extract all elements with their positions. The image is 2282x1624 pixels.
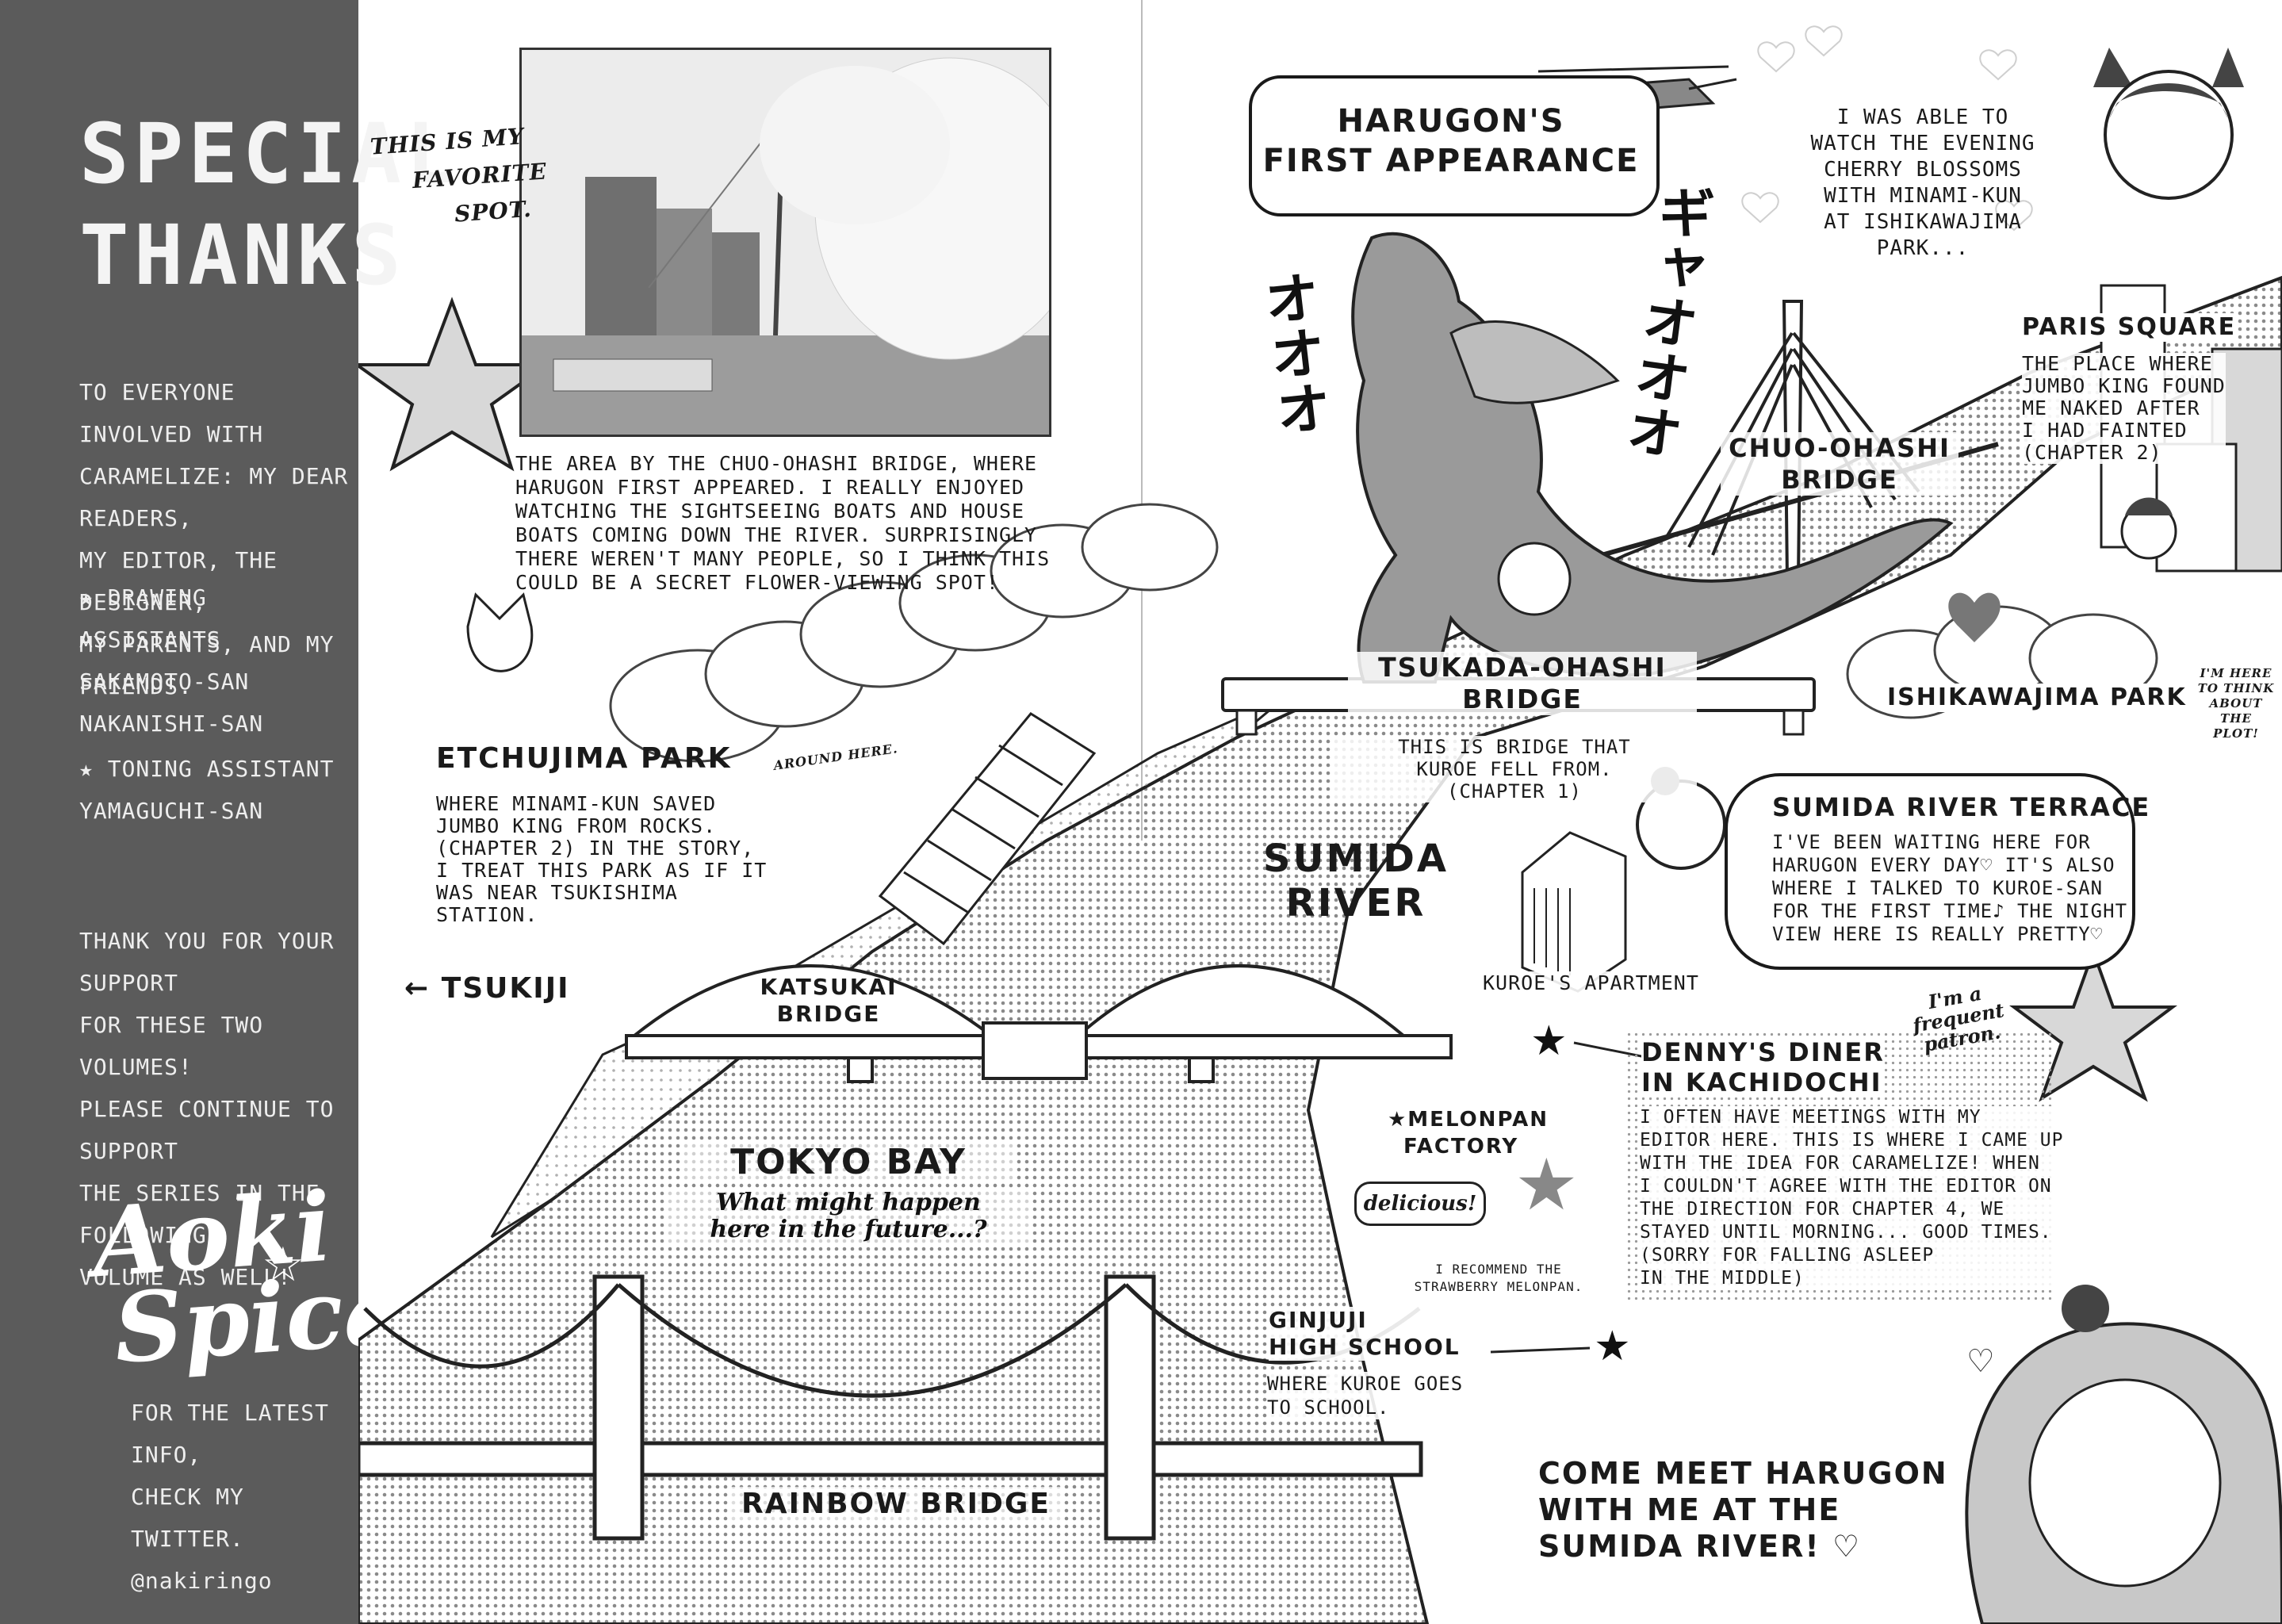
sumida-terrace-title: SUMIDA RIVER TERRACE xyxy=(1772,792,2151,822)
heart-pattern xyxy=(1741,25,2033,232)
thanks-message: TO EVERYONE INVOLVED WITH CARAMELIZE: MY… xyxy=(79,379,349,699)
special-thanks-sidebar: SPECIAL THANKS TO EVERYONE INVOLVED WITH… xyxy=(0,0,455,1624)
chuo-ohashi-photo xyxy=(519,48,1051,437)
corgi-face xyxy=(466,592,534,672)
ishikawajima-park-label: ISHIKAWAJIMA PARK xyxy=(1887,684,2187,712)
girl-in-hood xyxy=(1965,1285,2282,1624)
etchujima-park-note: WHERE MINAMI-KUN SAVED JUMBO KING FROM R… xyxy=(436,792,768,926)
twitter-info: FOR THE LATEST INFO, CHECK MY TWITTER. @… xyxy=(131,1392,358,1602)
minami-kun-face xyxy=(1497,542,1572,616)
tokyo-bay-note: What might happen here in the future...? xyxy=(666,1189,1031,1243)
sumida-terrace-bubble xyxy=(1725,773,2135,970)
harugon-monster xyxy=(1351,232,1954,684)
drawing-assistants: ★ DRAWING ASSISTANTS SAKAMOTO-SAN NAKANI… xyxy=(79,584,264,737)
tsukada-ohashi-note: THIS IS BRIDGE THAT KUROE FELL FROM. (CH… xyxy=(1332,736,1697,802)
kuroe-apartment-art xyxy=(1521,831,1627,993)
rainbow-bridge-label: RAINBOW BRIDGE xyxy=(729,1487,1063,1522)
katsukai-bridge-label: KATSUKAI BRIDGE xyxy=(760,974,898,1027)
ginjuji-high-school-label: GINJUJI HIGH SCHOOL xyxy=(1269,1307,1461,1361)
kuroe-apartment-label: KUROE'S APARTMENT xyxy=(1483,971,1699,995)
star-character-icon: ★ xyxy=(1514,1143,1579,1227)
kuroe-chibi-small xyxy=(2120,497,2177,560)
delicious-bubble: delicious! xyxy=(1354,1182,1486,1226)
tsukada-ohashi-label: TSUKADA-OHASHI BRIDGE xyxy=(1348,652,1697,715)
paris-square-note: THE PLACE WHERE JUMBO KING FOUND ME NAKE… xyxy=(2022,352,2226,464)
sumida-river-label: SUMIDA RIVER xyxy=(1262,837,1449,925)
photo-caption: THE AREA BY THE CHUO-OHASHI BRIDGE, WHER… xyxy=(515,452,1051,594)
special-thanks-title: SPECIAL THANKS xyxy=(79,105,461,304)
dennys-star-icon: ★ xyxy=(1530,1017,1568,1065)
harugon-title-bubble xyxy=(1249,75,1660,216)
favorite-spot-note: THIS IS MY FAVORITE SPOT. xyxy=(369,123,548,228)
evening-blossoms-note: I WAS ABLE TO WATCH THE EVENING CHERRY B… xyxy=(1810,105,2035,260)
etchujima-cherry-trees xyxy=(609,503,1219,763)
melonpan-note: I RECOMMEND THE STRAWBERRY MELONPAN. xyxy=(1414,1262,1583,1294)
chuo-ohashi-label: CHUO-OHASHI BRIDGE xyxy=(1721,432,1958,496)
star-mascot-right xyxy=(2009,947,2177,1102)
melonpan-factory-label: ★MELONPAN FACTORY xyxy=(1388,1108,1549,1159)
ginjuji-note: WHERE KUROE GOES TO SCHOOL. xyxy=(1267,1372,1464,1419)
kuroe-chibi-top xyxy=(2093,48,2244,200)
stairs xyxy=(878,712,1097,946)
sumida-terrace-text: I'VE BEEN WAITING HERE FOR HARUGON EVERY… xyxy=(1772,831,2128,945)
tokyo-bay-label: TOKYO BAY xyxy=(682,1142,1015,1183)
heart-icon xyxy=(1948,592,2001,642)
ginjuji-star-icon: ★ xyxy=(1594,1323,1631,1370)
heart-small-icon: ♡ xyxy=(1966,1343,1995,1380)
come-meet-harugon: COME MEET HARUGON WITH ME AT THE SUMIDA … xyxy=(1538,1456,1948,1564)
twitter-handle[interactable]: @nakiringo xyxy=(131,1568,273,1594)
harugon-title: HARUGON'S FIRST APPEARANCE xyxy=(1262,103,1640,179)
dennys-text: I OFTEN HAVE MEETINGS WITH MY EDITOR HER… xyxy=(1640,1106,2064,1290)
star-icon: ☆ xyxy=(262,1237,304,1293)
rainbow-bridge-art xyxy=(358,1274,1423,1541)
photo-scene xyxy=(522,50,1049,435)
etchujima-park-label: ETCHUJIMA PARK xyxy=(436,742,732,775)
paris-square-label: PARIS SQUARE xyxy=(2022,313,2237,342)
toning-assistant: ★ TONING ASSISTANT YAMAGUCHI-SAN xyxy=(79,756,335,824)
tsukiji-direction: ← TSUKIJI xyxy=(404,972,570,1005)
katsukai-bridge-art xyxy=(625,964,1453,1083)
dennys-title: DENNY'S DINER IN KACHIDOCHI xyxy=(1641,1037,1885,1097)
support-message: THANK YOU FOR YOUR SUPPORT FOR THESE TWO… xyxy=(79,928,335,1290)
think-plot-note: I'M HERE TO THINK ABOUT THE PLOT! xyxy=(2197,666,2275,741)
